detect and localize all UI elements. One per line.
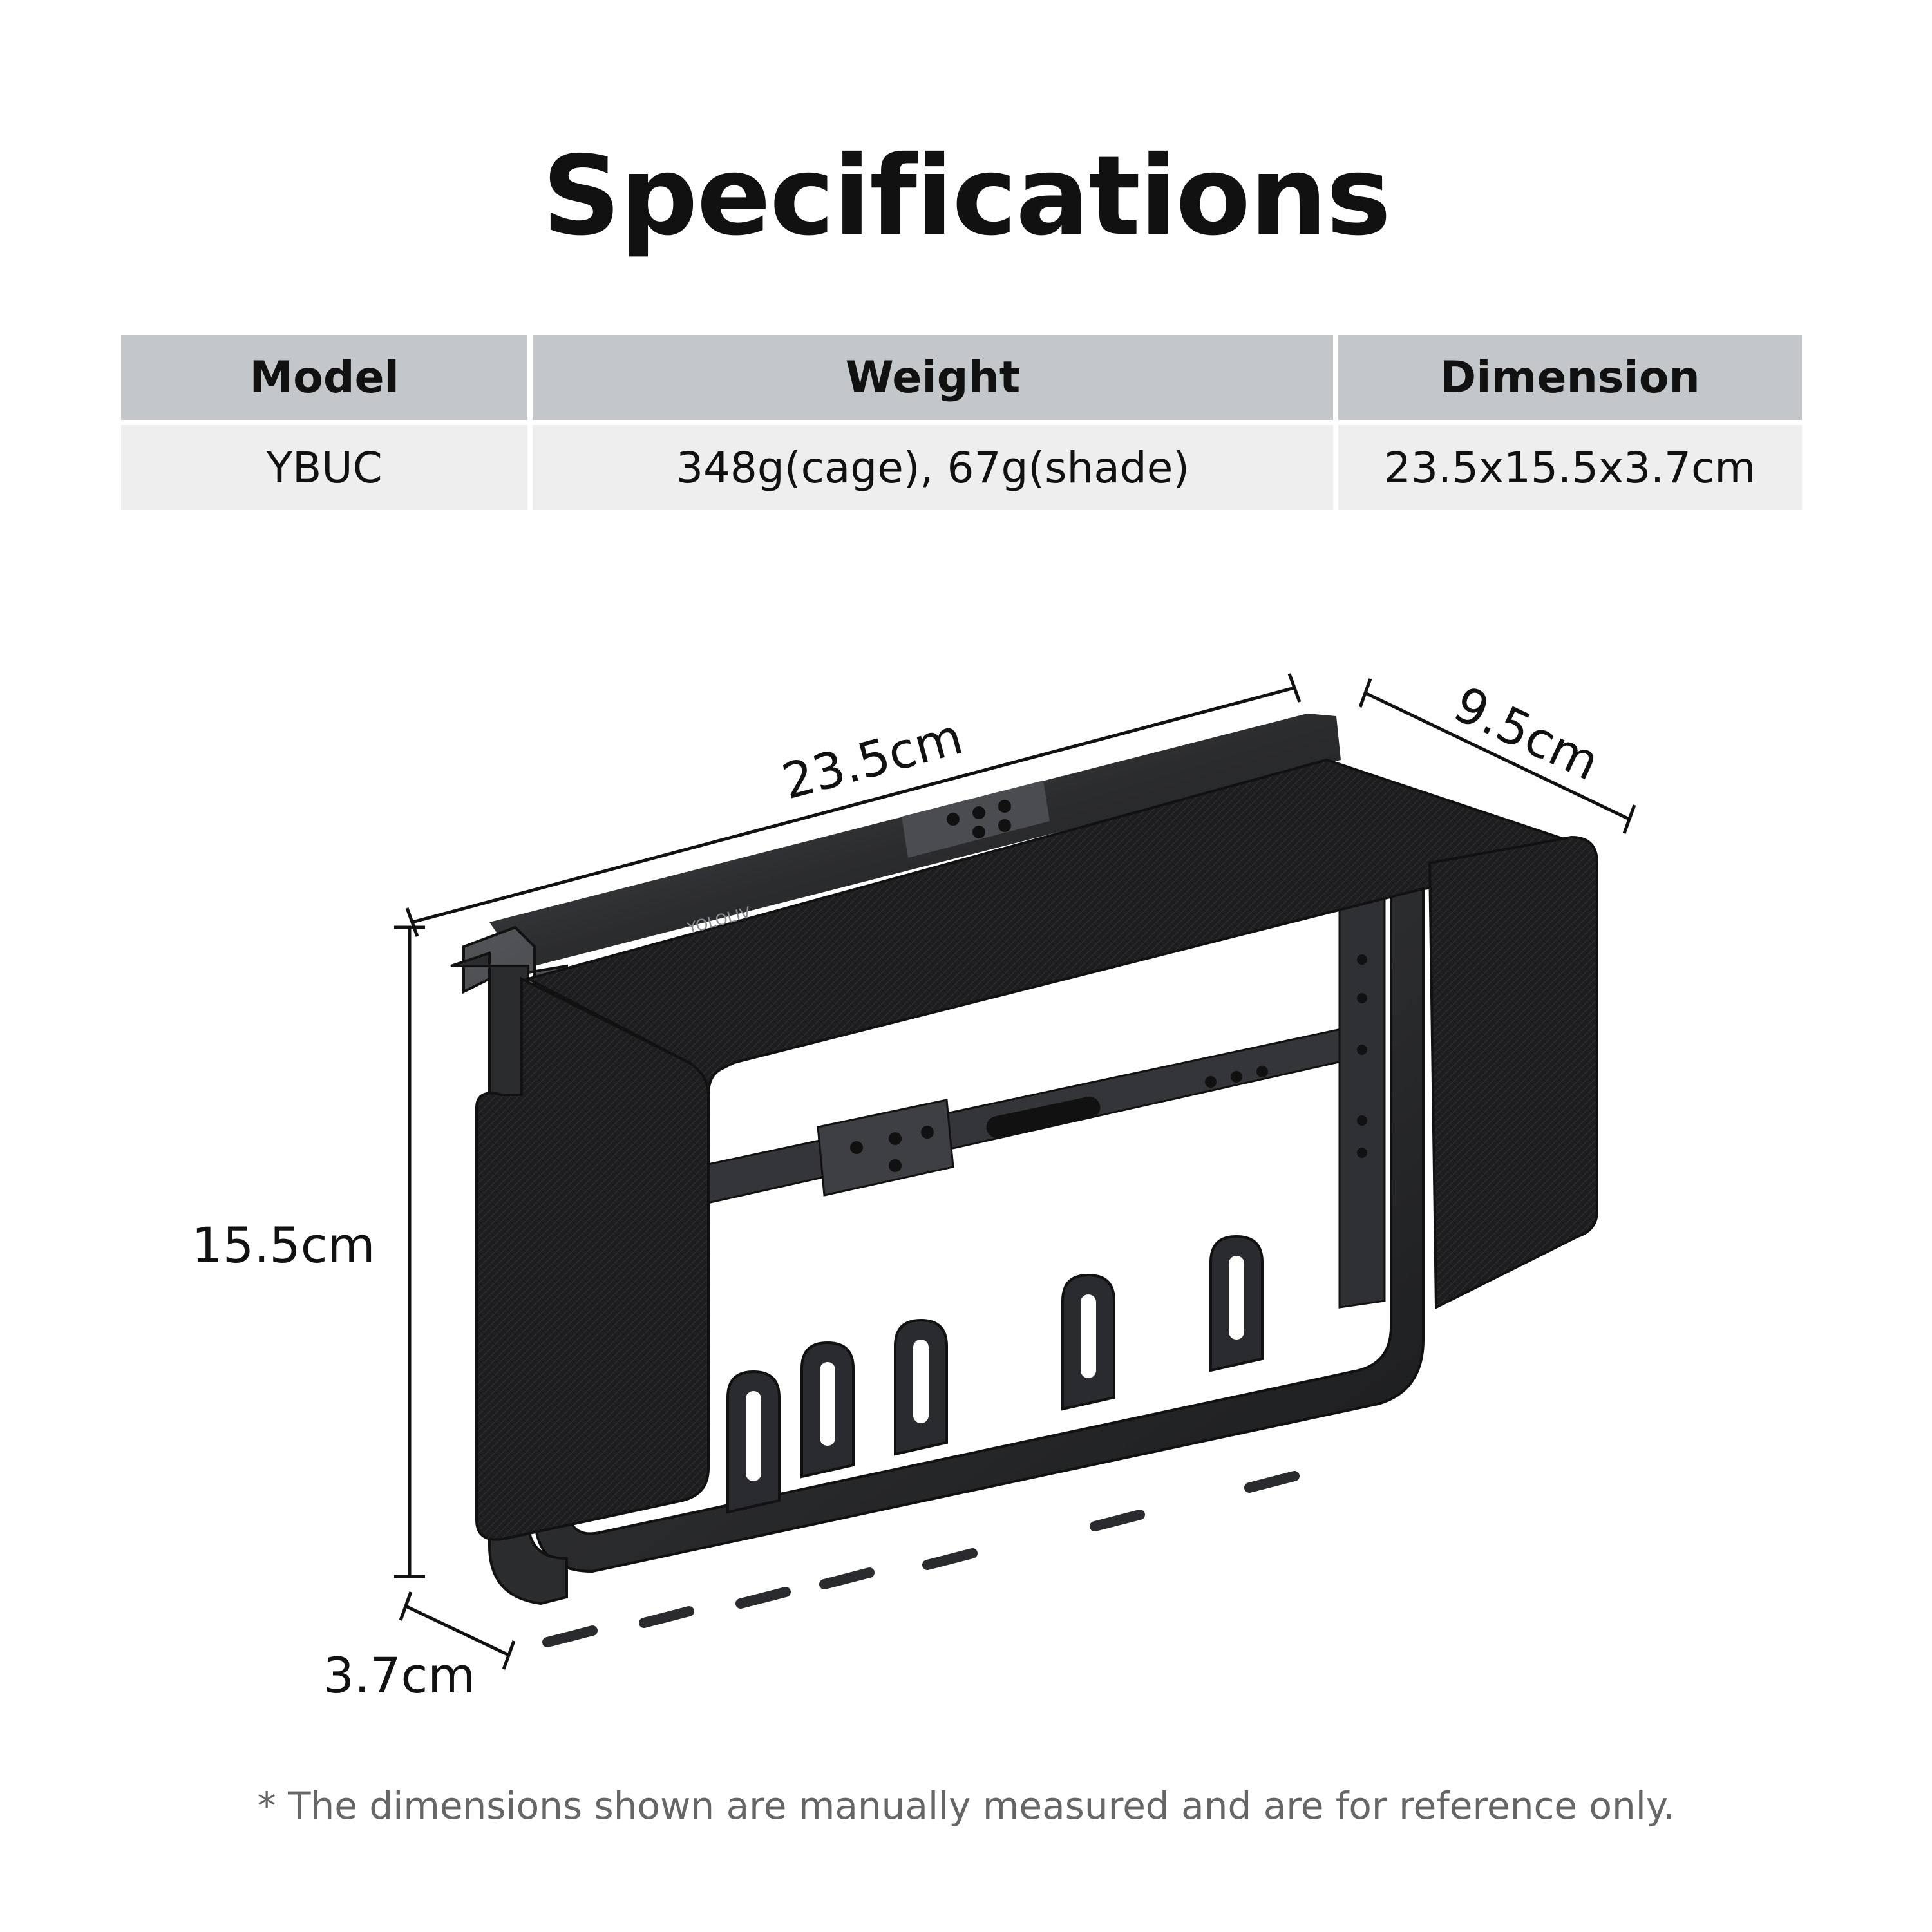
- bottom-clamp-feet: [542, 1471, 1300, 1647]
- dimension-lines: [394, 673, 1636, 1670]
- cell-dimension: 23.5x15.5x3.7cm: [1338, 425, 1802, 510]
- sunshade-left: [475, 976, 710, 1541]
- cross-bar-block: [817, 1099, 954, 1197]
- header-model: Model: [121, 335, 528, 420]
- dim-depth-label: 9.5cm: [1446, 675, 1608, 791]
- cell-weight: 348g(cage), 67g(shade): [533, 425, 1333, 510]
- cell-model: YBUC: [121, 425, 528, 510]
- table-header-row: Model Weight Dimension: [121, 335, 1802, 420]
- dim-height-label: 15.5cm: [191, 1217, 375, 1274]
- mount-holes: [947, 800, 1011, 838]
- page-title: Specifications: [542, 133, 1392, 260]
- header-dimension: Dimension: [1338, 335, 1802, 420]
- cold-shoe-block: [902, 781, 1050, 858]
- spec-table: Model Weight Dimension YBUC 348g(cage), …: [116, 330, 1807, 515]
- monitor-cage: YOLOLIV: [450, 714, 1598, 1647]
- header-weight: Weight: [533, 335, 1333, 420]
- dim-length-label: 23.5cm: [776, 708, 968, 811]
- disclaimer-note: * The dimensions shown are manually meas…: [257, 1784, 1675, 1828]
- sunshade-right: [1428, 835, 1598, 1310]
- dim-thickness-label: 3.7cm: [323, 1647, 476, 1704]
- table-row: YBUC 348g(cage), 67g(shade) 23.5x15.5x3.…: [121, 425, 1802, 510]
